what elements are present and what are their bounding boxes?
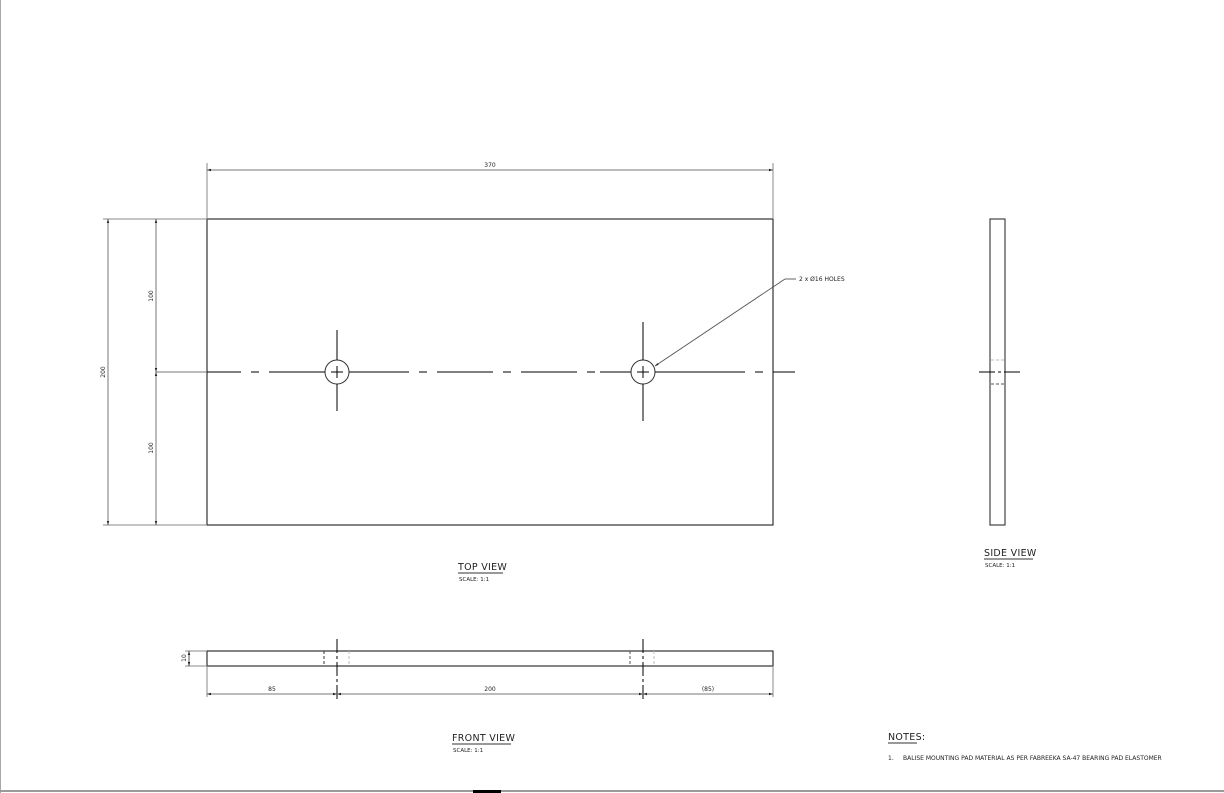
hole-left — [300, 330, 380, 411]
notes-block: NOTES: 1. BALISE MOUNTING PAD MATERIAL A… — [888, 732, 1162, 762]
dim-half-width-bottom-label: 100 — [148, 442, 155, 454]
top-view-title: TOP VIEW — [457, 562, 507, 573]
sheet-bottom-border — [0, 790, 1224, 792]
front-view-title: FRONT VIEW — [452, 733, 515, 744]
side-view-scale: SCALE: 1:1 — [985, 563, 1015, 569]
front-view-scale: SCALE: 1:1 — [453, 748, 483, 754]
dim-overall-length: 370 — [206, 162, 774, 219]
top-view: 370 200 100 100 — [100, 162, 845, 583]
dim-chain: 85 200 (85) — [206, 666, 774, 697]
hole-callout-label: 2 x Ø16 HOLES — [799, 276, 845, 283]
dim-edge-to-hole-right-label: (85) — [702, 686, 714, 693]
side-view-title: SIDE VIEW — [984, 548, 1037, 559]
sheet-left-border — [0, 0, 1, 793]
note-number: 1. — [888, 755, 894, 762]
dim-half-widths: 100 100 — [148, 219, 158, 525]
dim-overall-width-label: 200 — [100, 366, 107, 378]
dim-thickness: 10 — [181, 650, 207, 667]
front-view: 10 85 200 (85) FRONT VIEW SCALE: 1:1 — [181, 639, 774, 754]
note-text: BALISE MOUNTING PAD MATERIAL AS PER FABR… — [903, 755, 1162, 762]
dim-half-width-top-label: 100 — [148, 290, 155, 302]
side-view: SIDE VIEW SCALE: 1:1 — [979, 218, 1037, 569]
front-view-outline — [206, 650, 774, 667]
dim-edge-to-hole-left-label: 85 — [268, 686, 276, 693]
sheet-center-mark — [473, 790, 501, 793]
hole-right — [600, 322, 708, 421]
dim-hole-spacing-label: 200 — [484, 686, 496, 693]
dim-thickness-label: 10 — [181, 654, 188, 662]
notes-heading: NOTES: — [888, 732, 925, 743]
dim-overall-length-label: 370 — [484, 162, 496, 169]
top-view-scale: SCALE: 1:1 — [459, 577, 489, 583]
hole-callout: 2 x Ø16 HOLES — [654, 276, 845, 367]
